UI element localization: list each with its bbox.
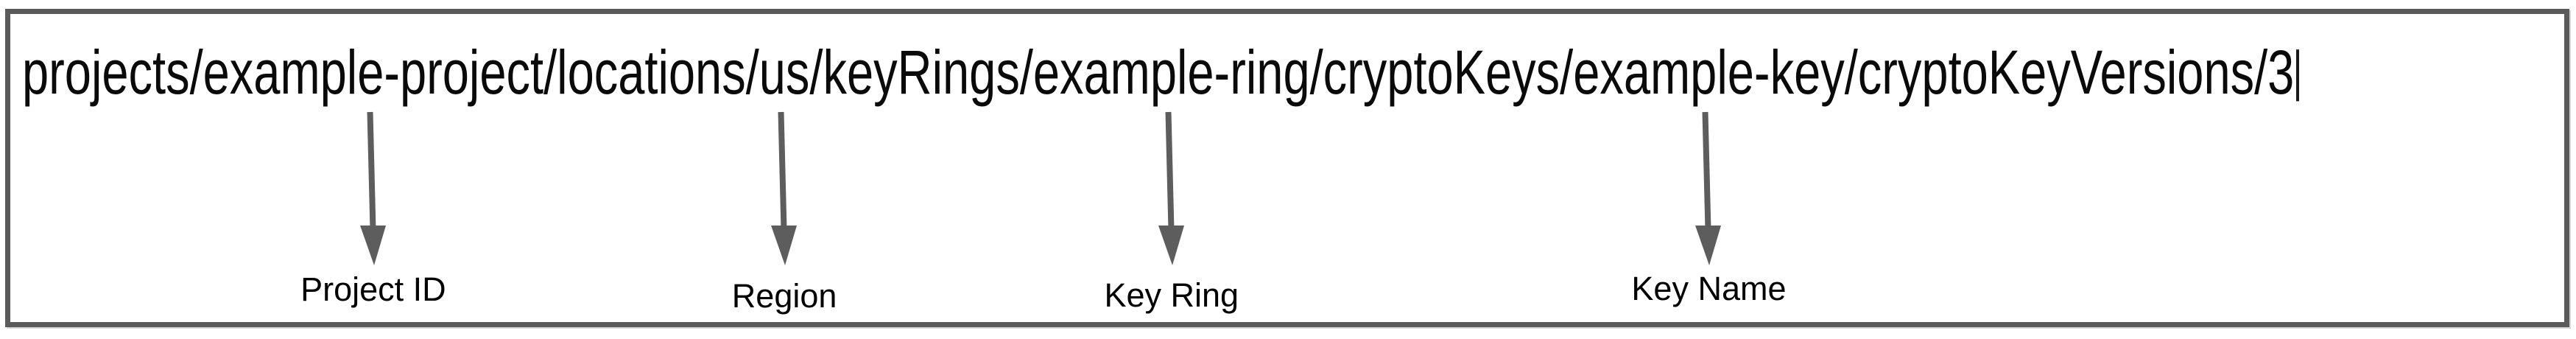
callout-label-project-id: Project ID bbox=[300, 270, 446, 308]
path-segment-version-number: 3 bbox=[2267, 37, 2295, 108]
arrow-down-icon bbox=[771, 111, 798, 265]
callout-label-region: Region bbox=[731, 277, 837, 315]
diagram-border bbox=[5, 9, 2569, 327]
path-segment-region: us bbox=[759, 37, 810, 108]
path-segment-prefix-projects: projects/ bbox=[22, 37, 203, 108]
text-cursor-caret bbox=[2296, 49, 2300, 102]
path-segment-key-name: example-key bbox=[1573, 37, 1845, 108]
arrow-down-icon bbox=[1695, 111, 1722, 265]
callout-label-key-name: Key Name bbox=[1631, 270, 1787, 307]
path-segment-prefix-keyrings: /keyRings/ bbox=[809, 37, 1033, 108]
arrow-down-icon bbox=[359, 111, 386, 265]
callout-label-key-ring: Key Ring bbox=[1104, 276, 1239, 314]
path-segment-prefix-cryptokeys: /cryptoKeys/ bbox=[1309, 37, 1574, 108]
path-segment-key-ring: example-ring bbox=[1032, 37, 1310, 108]
arrow-down-icon bbox=[1158, 111, 1184, 265]
resource-path-field[interactable]: projects/example-project/locations/us/ke… bbox=[22, 41, 2300, 103]
path-segment-prefix-locations: /locations/ bbox=[543, 37, 759, 108]
path-segment-suffix-versions: /cryptoKeyVersions/ bbox=[1844, 37, 2268, 108]
path-segment-project-id: example-project bbox=[203, 37, 544, 108]
resource-path-text: projects/example-project/locations/us/ke… bbox=[22, 41, 2300, 104]
